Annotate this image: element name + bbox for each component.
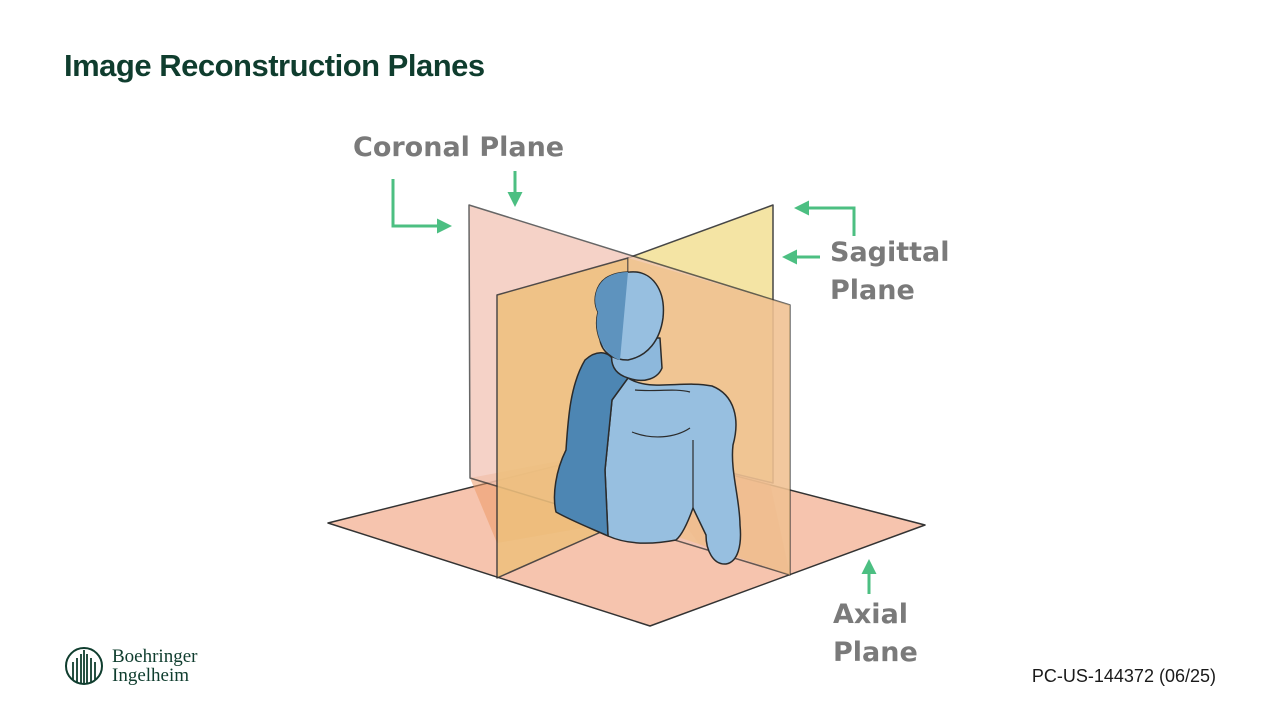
human-bust — [553, 271, 742, 565]
sagittal-plane-label-line2: Plane — [830, 275, 915, 306]
axial-plane-label-line1: Axial — [833, 599, 908, 630]
sagittal-plane-label-line1: Sagittal — [830, 237, 950, 268]
page-title: Image Reconstruction Planes — [64, 48, 485, 83]
chest-line — [634, 389, 691, 393]
boehringer-building-icon — [65, 647, 103, 685]
document-code: PC-US-144372 (06/25) — [1031, 666, 1216, 686]
coronal-arrow-bent — [391, 179, 452, 234]
torso-right — [604, 377, 742, 565]
coronal-plane-label: Coronal Plane — [353, 132, 564, 163]
axial-plane-label-line2: Plane — [833, 637, 918, 668]
sagittal-arrow-bent — [794, 200, 856, 236]
pec-line — [631, 427, 691, 438]
logo-line1: Boehringer — [112, 646, 198, 667]
boehringer-logo: Boehringer Ingelheim — [64, 646, 197, 686]
logo-line2: Ingelheim — [112, 665, 190, 686]
head-shadow — [595, 272, 628, 360]
torso-left — [553, 352, 629, 537]
